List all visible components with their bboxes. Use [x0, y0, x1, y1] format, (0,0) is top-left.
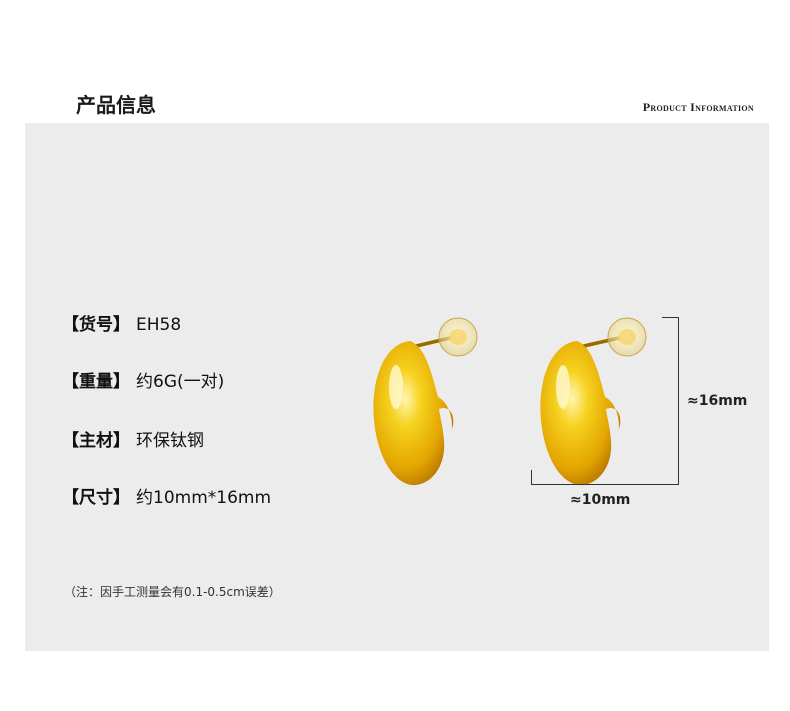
earring-image-right	[540, 317, 647, 486]
spec-label: 【尺寸】	[62, 488, 130, 508]
spec-label: 【货号】	[62, 315, 130, 335]
width-dimension-left-tick	[531, 470, 532, 485]
height-dimension-label: ≈16mm	[687, 393, 748, 409]
earring-image-left	[373, 317, 478, 486]
height-dimension-line	[678, 317, 679, 484]
spec-size: 【尺寸】约10mm*16mm	[62, 483, 271, 508]
page-title-cn: 产品信息	[76, 93, 156, 117]
spec-label: 【重量】	[62, 372, 130, 392]
spec-value: 环保钛钢	[136, 431, 204, 451]
page-title-en: Product Information	[642, 100, 754, 114]
width-dimension-line	[531, 484, 679, 485]
height-dimension-top-tick	[662, 317, 678, 318]
width-dimension-label: ≈10mm	[570, 492, 631, 508]
spec-item-number: 【货号】 EH58	[62, 310, 181, 335]
spec-material: 【主材】环保钛钢	[62, 426, 204, 451]
spec-value: 约6G(一对)	[136, 372, 225, 392]
spec-weight: 【重量】约6G(一对)	[62, 367, 224, 392]
spec-value: EH58	[136, 315, 182, 335]
spec-label: 【主材】	[62, 431, 130, 451]
spec-value: 约10mm*16mm	[136, 488, 272, 508]
measurement-note: （注：因手工测量会有0.1-0.5cm误差）	[64, 585, 281, 599]
